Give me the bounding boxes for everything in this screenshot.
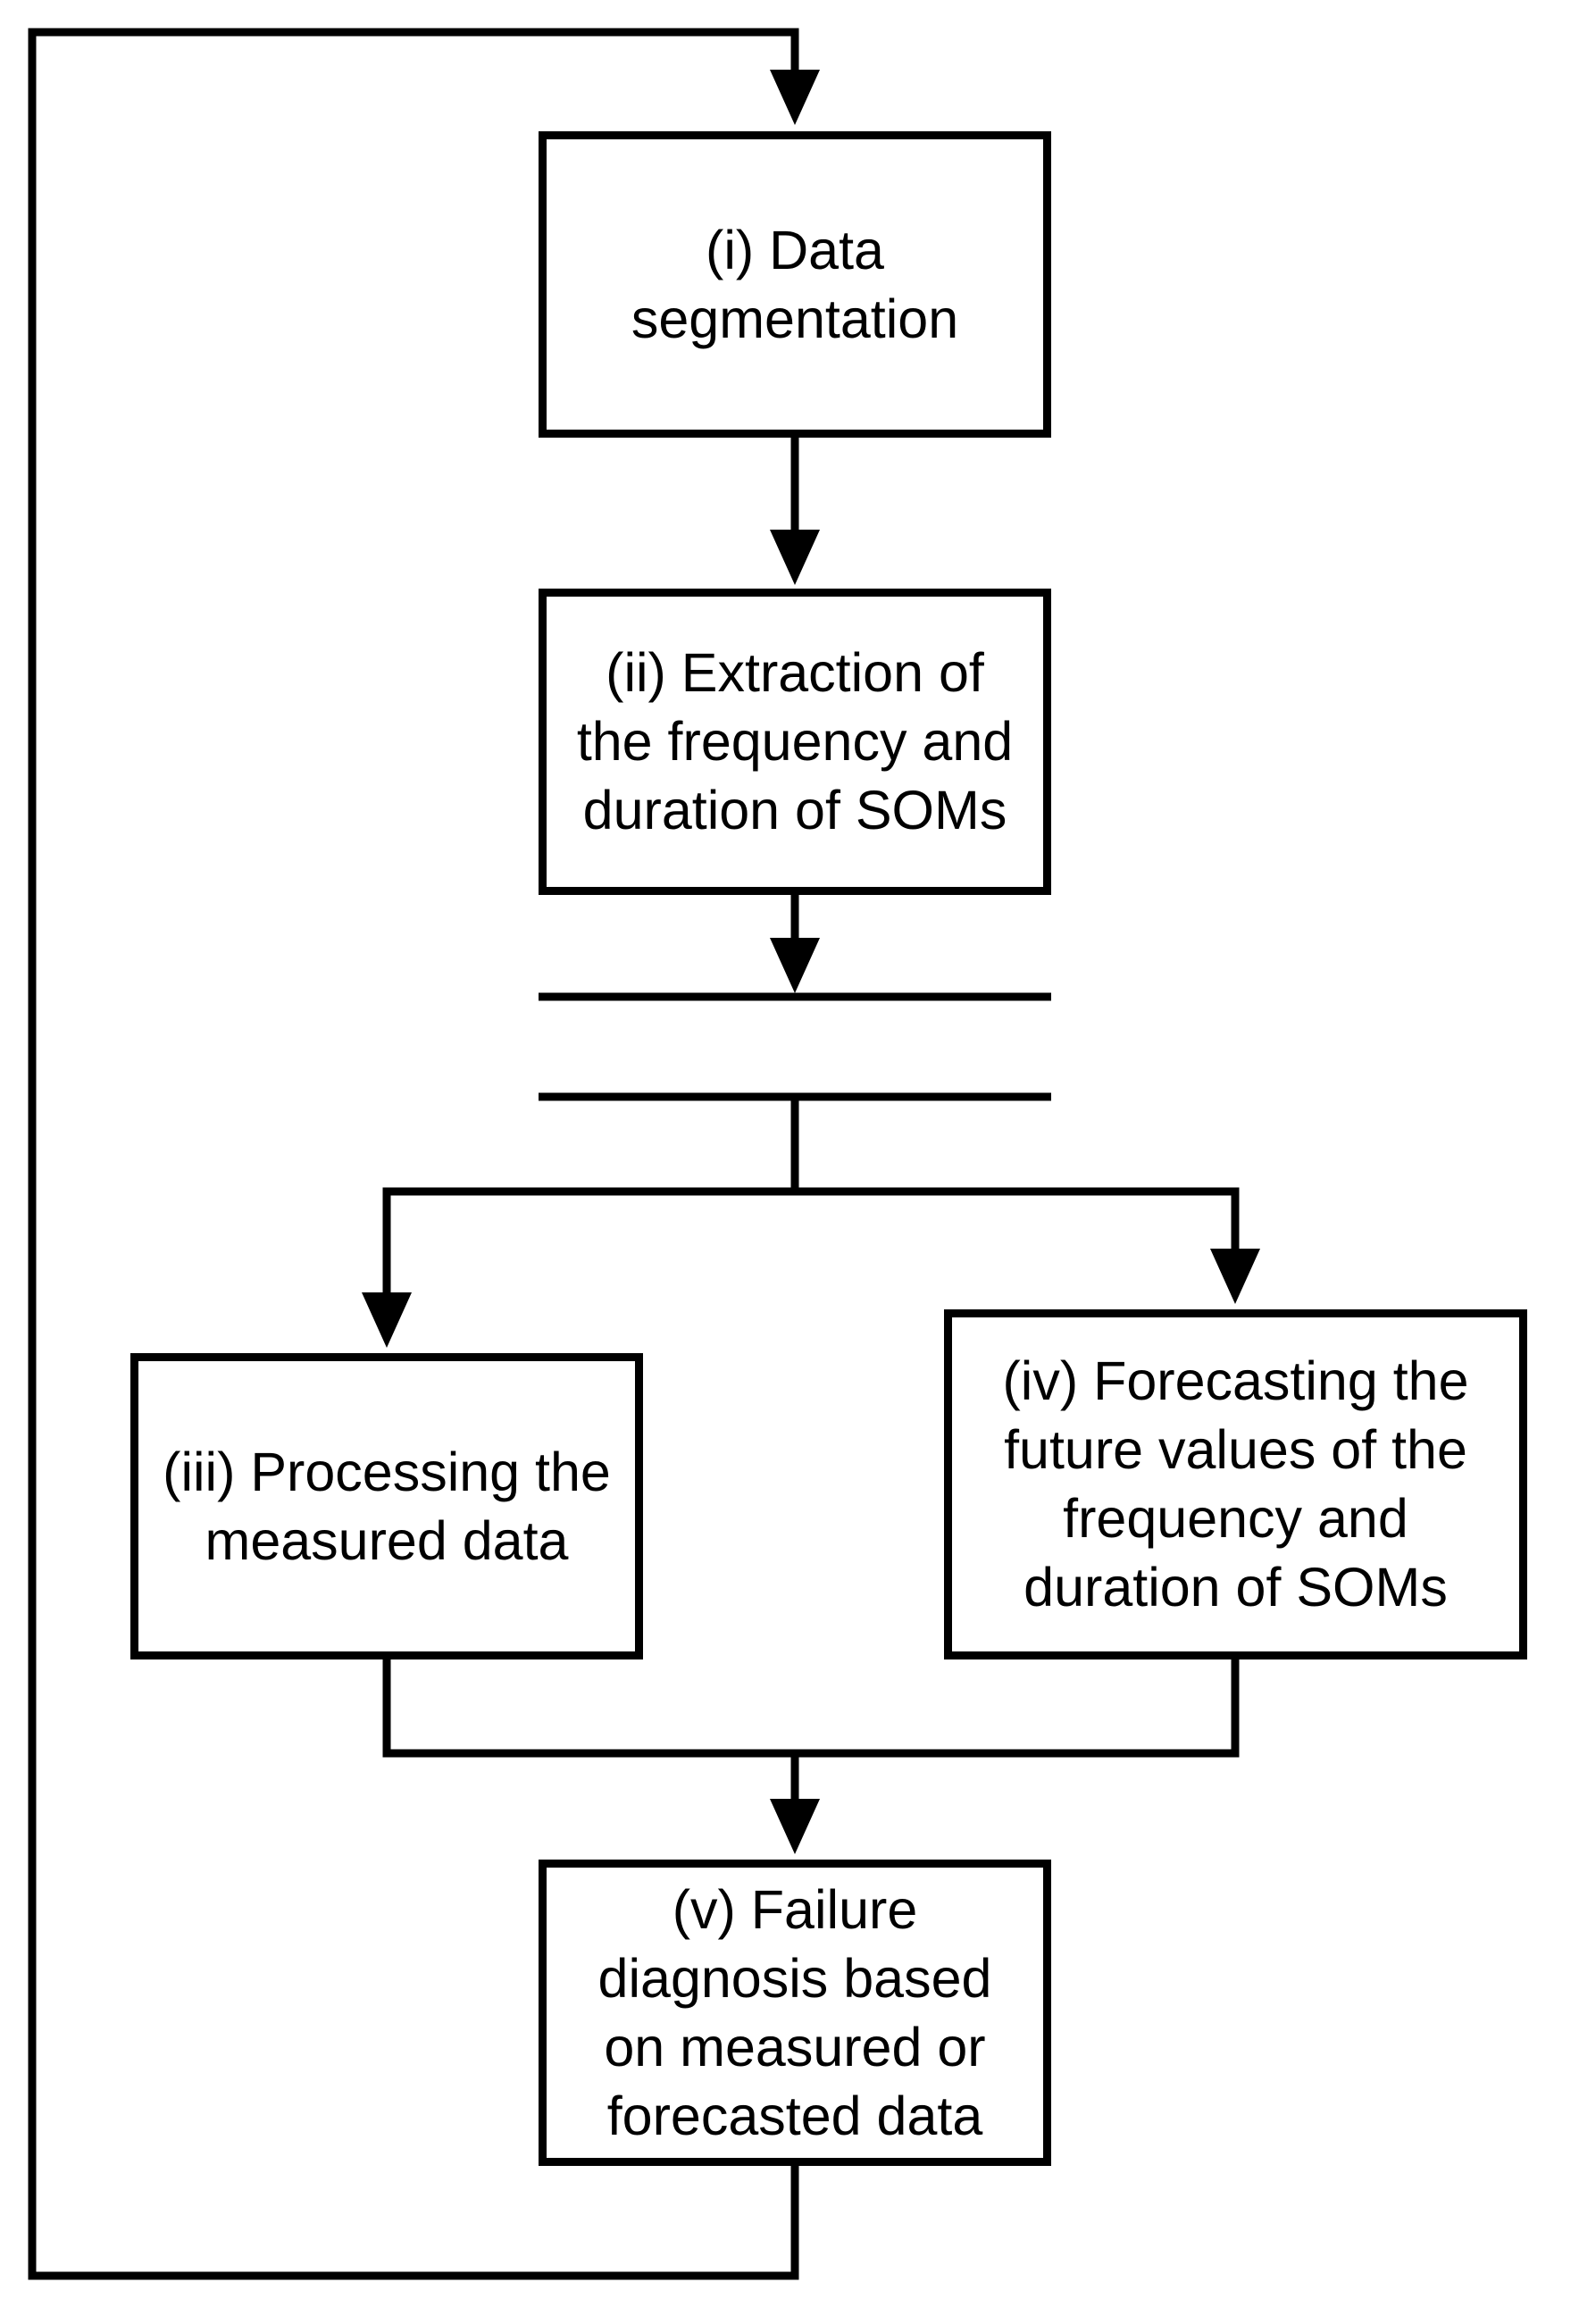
node-label-iv: (iv) Forecasting the future values of th…: [1002, 1350, 1469, 1618]
node-label-v: (v) Failure diagnosis based on measured …: [597, 1878, 992, 2146]
node-data-segmentation: (i) Data segmentation: [539, 131, 1051, 438]
arrowhead-into-v: [770, 1799, 820, 1854]
merge-line: [382, 1655, 1240, 1758]
node-label-ii: (ii) Extraction of the frequency and dur…: [576, 642, 1014, 840]
node-label-i: (i) Data segmentation: [631, 219, 959, 349]
arrowhead-into-iii: [362, 1292, 412, 1348]
node-failure-diagnosis: (v) Failure diagnosis based on measured …: [539, 1860, 1051, 2166]
arrowhead-into-ii: [770, 530, 820, 585]
arrowhead-into-separator: [770, 938, 820, 993]
node-label-iii: (iii) Processing the measured data: [163, 1441, 611, 1571]
node-extraction-frequency-duration: (ii) Extraction of the frequency and dur…: [539, 589, 1051, 895]
branch-split-line-right: [790, 1187, 1240, 1262]
feedback-loop-line: [28, 28, 799, 2280]
node-processing-measured-data: (iii) Processing the measured data: [130, 1353, 643, 1659]
branch-split-line: [382, 1092, 799, 1304]
arrowhead-into-i: [770, 70, 820, 125]
node-forecasting-future-values: (iv) Forecasting the future values of th…: [944, 1309, 1527, 1659]
arrowhead-into-iv: [1210, 1249, 1260, 1304]
